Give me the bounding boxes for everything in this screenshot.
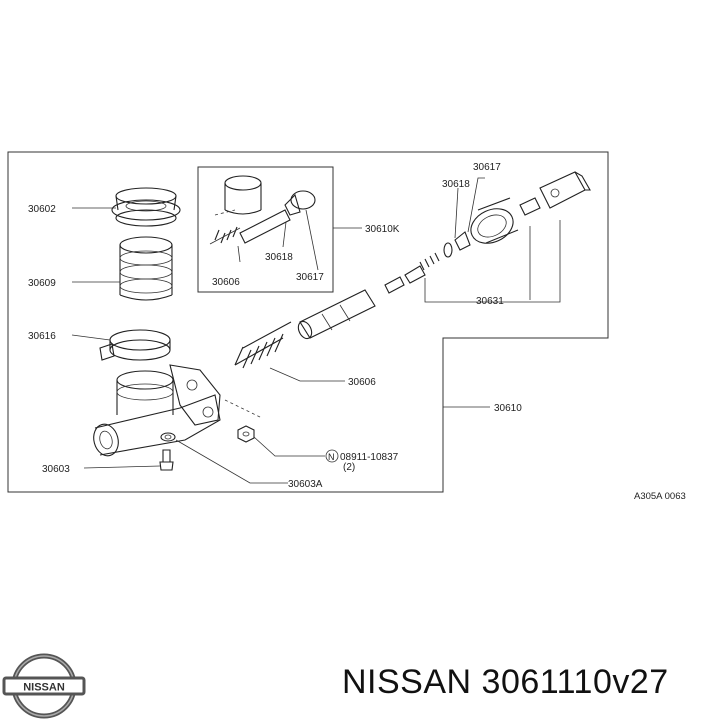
flange-nut (237, 425, 255, 443)
piston (297, 289, 376, 340)
label-nut-qty: (2) (343, 462, 355, 473)
reservoir-cap (111, 187, 181, 227)
label-30618: 30618 (442, 179, 470, 190)
label-30610K: 30610K (365, 224, 400, 235)
label-kit-30606: 30606 (212, 277, 240, 288)
nissan-logo: NISSAN (2, 653, 86, 719)
label-kit-30618: 30618 (265, 252, 293, 263)
label-08911-10837: 08911-10837 (340, 452, 399, 463)
label-30631: 30631 (476, 296, 504, 307)
rod-bracket (424, 220, 561, 303)
leader-lines (71, 177, 531, 484)
svg-text:NISSAN: NISSAN (23, 682, 65, 694)
figure-code: A305A 0063 (634, 491, 686, 502)
label-30602: 30602 (28, 204, 56, 215)
kit-piston (209, 209, 291, 245)
label-30610: 30610 (494, 403, 522, 414)
label-30616: 30616 (28, 331, 56, 342)
kit-reservoir (224, 175, 262, 215)
label-30617: 30617 (473, 162, 501, 173)
reservoir (119, 236, 173, 301)
label-30603A: 30603A (288, 479, 323, 490)
nut-symbol: N (328, 452, 335, 462)
snap-ring (454, 231, 471, 251)
nut-label: N 08911-10837 (2) (325, 449, 399, 473)
bleeder-screw (159, 449, 174, 471)
clamp-ring (99, 329, 171, 361)
nut-dash (224, 399, 263, 419)
label-30609: 30609 (28, 278, 56, 289)
kit-inset-box (197, 166, 334, 293)
kit-boot (284, 190, 316, 216)
washer (160, 432, 176, 442)
label-30606: 30606 (348, 377, 376, 388)
label-30603: 30603 (42, 464, 70, 475)
small-ring (443, 242, 453, 258)
push-rod (384, 252, 440, 294)
cylinder-body (93, 364, 221, 457)
label-kit-30617: 30617 (296, 272, 324, 283)
clevis (519, 171, 591, 216)
dust-boot (470, 197, 519, 244)
diagram-frame (7, 151, 609, 493)
return-spring (234, 321, 292, 369)
part-caption: NISSAN 3061110v27 (342, 663, 669, 701)
